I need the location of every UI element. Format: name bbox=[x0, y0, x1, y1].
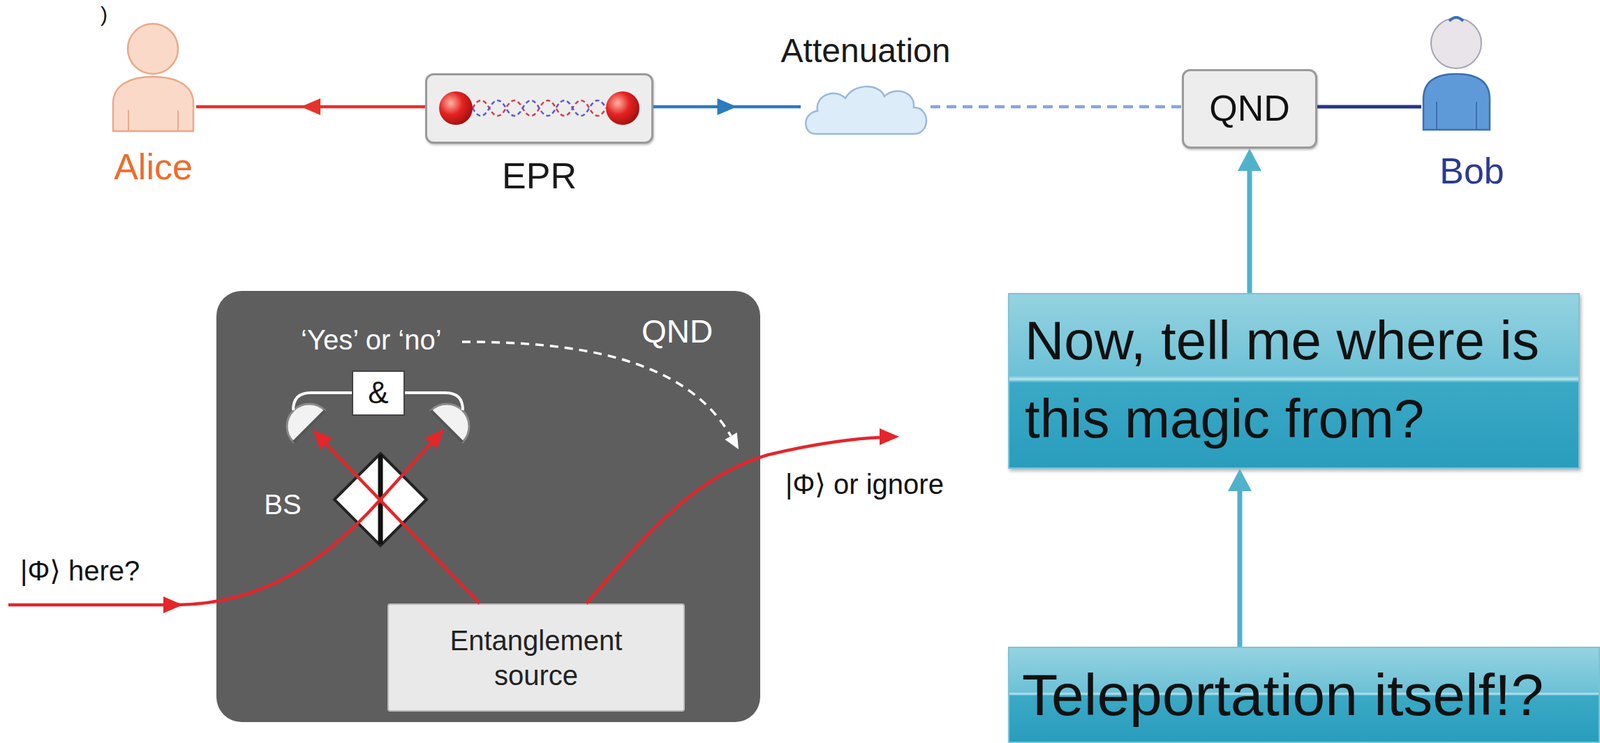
box-label: Entanglement source bbox=[431, 623, 641, 694]
beam-arrowhead bbox=[312, 430, 333, 451]
question-callout: Now, tell me where is this magic from? bbox=[1008, 293, 1580, 470]
connector-line bbox=[1317, 105, 1422, 109]
label-holder: EPR bbox=[501, 155, 577, 198]
feed-forward-arrow bbox=[462, 342, 731, 437]
gate-symbol: & bbox=[367, 375, 389, 412]
callout-text: Teleportation itself!? bbox=[1021, 660, 1544, 731]
label-holder: Attenuation bbox=[781, 31, 951, 70]
person-name: Bob bbox=[1439, 150, 1505, 193]
ancilla-beam bbox=[322, 440, 480, 604]
person-icon-art bbox=[110, 20, 197, 133]
component-label: BS bbox=[263, 488, 301, 521]
qnd-box: QND bbox=[1181, 69, 1318, 149]
connector bbox=[1227, 469, 1252, 648]
cloud-shape bbox=[805, 86, 927, 135]
answer-callout: Teleportation itself!? bbox=[1008, 647, 1600, 743]
entanglement-wave bbox=[472, 100, 606, 116]
photon-ball bbox=[605, 91, 640, 125]
connector bbox=[1317, 106, 1422, 108]
box-caption: EPR bbox=[501, 155, 577, 198]
person-head bbox=[127, 23, 179, 74]
person-body bbox=[113, 76, 194, 132]
connector bbox=[653, 98, 801, 116]
connector-line bbox=[930, 105, 1182, 109]
label-holder: |Φ⟩ or ignore bbox=[785, 468, 944, 501]
connector-line bbox=[1237, 490, 1243, 648]
input-beam bbox=[8, 439, 435, 606]
attenuation-cloud: Attenuation bbox=[800, 79, 931, 138]
epr-source-box: EPR bbox=[425, 73, 654, 144]
coincidence-wire bbox=[404, 393, 463, 411]
signal-label: |Φ⟩ or ignore bbox=[785, 468, 944, 501]
connector bbox=[196, 98, 426, 116]
arrowhead bbox=[1227, 469, 1252, 492]
and-gate-box: & bbox=[351, 370, 405, 417]
connector bbox=[930, 106, 1182, 108]
signal-label: ‘Yes’ or ‘no’ bbox=[300, 323, 442, 357]
person-name: Alice bbox=[113, 146, 193, 189]
photon-ball bbox=[439, 91, 473, 125]
arrowhead bbox=[717, 98, 738, 116]
person-icon: Bob bbox=[1421, 11, 1492, 132]
cloud-caption: Attenuation bbox=[781, 31, 951, 70]
panel-title: QND bbox=[641, 313, 713, 351]
entanglement-source-box: Entanglement source bbox=[387, 603, 685, 713]
label-holder: |Φ⟩ here? bbox=[20, 554, 140, 588]
person-body bbox=[1423, 73, 1490, 130]
beam-arrowhead bbox=[163, 596, 183, 614]
label-holder: Alice bbox=[113, 146, 193, 189]
epr-source-box-art bbox=[427, 75, 652, 142]
coincidence-wire bbox=[293, 393, 352, 411]
output-beam bbox=[586, 437, 881, 604]
attenuation-cloud-art bbox=[800, 79, 931, 138]
connector bbox=[1237, 148, 1262, 294]
label-holder: Bob bbox=[1439, 150, 1505, 193]
person-icon: Alice bbox=[110, 20, 197, 133]
stray-mark: ) bbox=[100, 2, 108, 28]
callout-text: Now, tell me where is this magic from? bbox=[1024, 301, 1564, 459]
person-hair bbox=[1449, 17, 1464, 21]
feed-forward-arrowhead bbox=[724, 432, 739, 450]
person-arms bbox=[1436, 101, 1477, 130]
person-head bbox=[1431, 18, 1482, 69]
entanglement-wave bbox=[472, 100, 606, 116]
beam-arrowhead bbox=[879, 428, 900, 446]
signal-label: |Φ⟩ here? bbox=[20, 554, 140, 588]
person-icon-art bbox=[1421, 11, 1492, 132]
arrowhead bbox=[300, 98, 321, 116]
beam-arrowhead bbox=[424, 429, 444, 450]
box-label: QND bbox=[1209, 87, 1291, 130]
person-arms bbox=[128, 110, 179, 132]
arrowhead bbox=[1237, 148, 1262, 172]
label-holder: QND bbox=[641, 313, 713, 351]
label-holder: ‘Yes’ or ‘no’ bbox=[300, 323, 442, 357]
connector-line bbox=[1247, 169, 1253, 294]
label-holder: ) bbox=[100, 2, 108, 28]
label-holder: BS bbox=[263, 488, 301, 521]
